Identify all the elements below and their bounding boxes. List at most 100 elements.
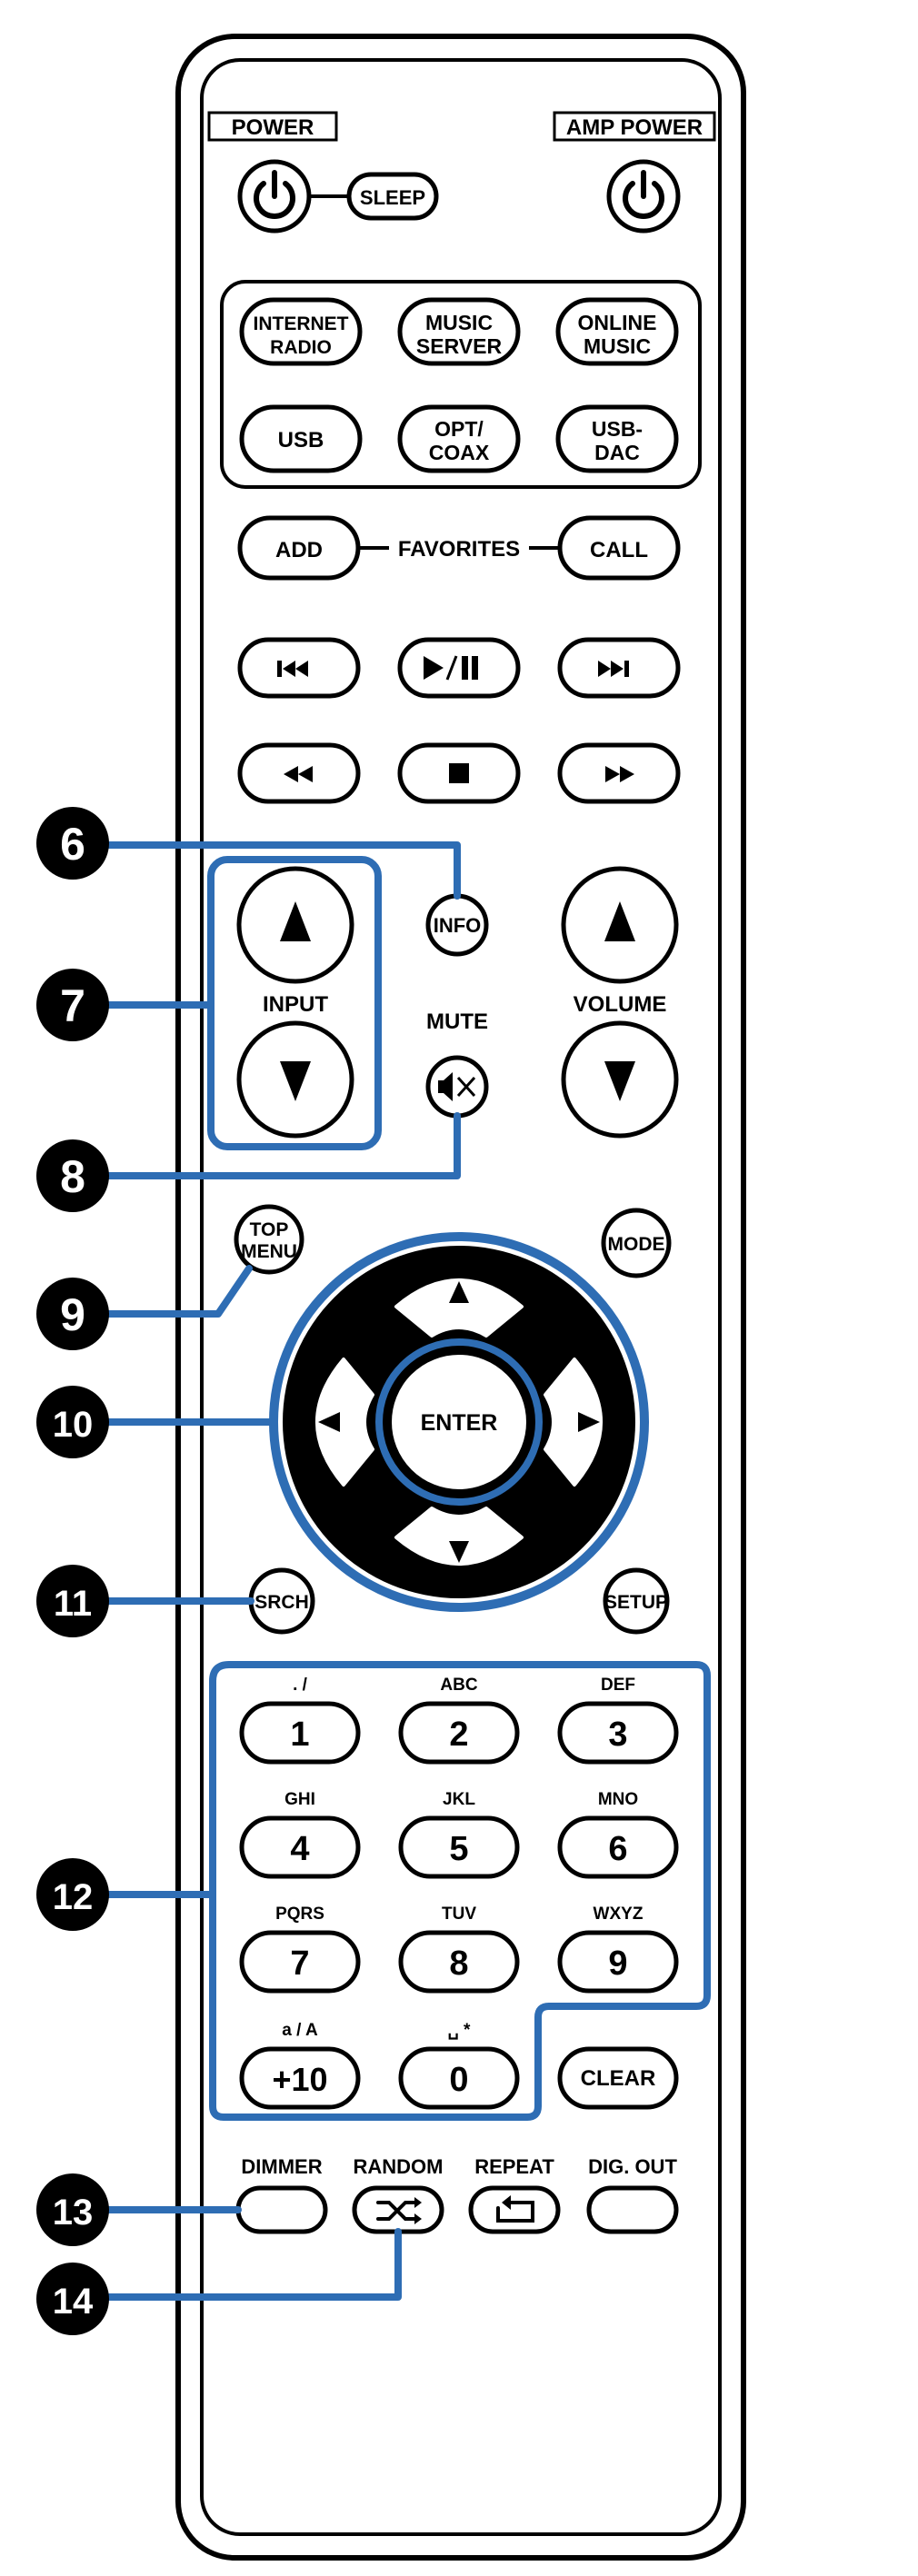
svg-text:12: 12 <box>53 1877 94 1917</box>
mode-button[interactable]: MODE <box>601 1208 672 1278</box>
top-menu-label: TOP <box>250 1219 289 1240</box>
add-button[interactable]: ADD <box>237 515 361 581</box>
repeat-icon <box>496 2195 534 2223</box>
nav-left-button[interactable] <box>315 1358 374 1487</box>
key-2-sublabel: ABC <box>440 1676 477 1695</box>
play-pause-icon <box>424 655 478 681</box>
key-9-sublabel: WXYZ <box>594 1905 644 1924</box>
usb-label: USB <box>278 428 324 453</box>
input-label: INPUT <box>263 992 328 1017</box>
setup-button[interactable]: SETUP <box>603 1567 670 1635</box>
key-6-button[interactable]: 6 <box>557 1815 679 1879</box>
internet-radio-label: INTERNET <box>254 313 349 334</box>
arrow-down-icon <box>449 1541 469 1563</box>
rewind-button[interactable] <box>237 742 361 804</box>
key-2-label: 2 <box>449 1716 468 1754</box>
svg-text:10: 10 <box>53 1405 94 1445</box>
online-music-button[interactable]: ONLINE MUSIC <box>555 297 679 366</box>
key-5-button[interactable]: 5 <box>398 1815 520 1879</box>
music-server-label: MUSIC <box>425 311 493 334</box>
nav-up-button[interactable] <box>394 1278 524 1338</box>
info-label: INFO <box>434 914 482 937</box>
callout-10: 10 <box>36 1386 109 1458</box>
stop-icon <box>449 763 469 783</box>
enter-ring-highlight <box>375 1338 543 1506</box>
arrow-left-icon <box>318 1412 340 1432</box>
internet-radio-button[interactable]: INTERNET RADIO <box>239 297 363 366</box>
source-group-frame <box>220 280 702 489</box>
usb-dac-label-2: DAC <box>594 441 640 464</box>
volume-down-button[interactable] <box>561 1020 679 1139</box>
usb-button[interactable]: USB <box>239 404 363 473</box>
sleep-button[interactable]: SLEEP <box>346 172 439 221</box>
svg-text:9: 9 <box>60 1289 85 1340</box>
repeat-label: REPEAT <box>474 2155 554 2178</box>
key-0-label: 0 <box>449 2061 468 2099</box>
key-2-button[interactable]: 2 <box>398 1701 520 1765</box>
key-1-button[interactable]: 1 <box>239 1701 361 1765</box>
nav-down-button[interactable] <box>394 1507 524 1566</box>
svg-text:13: 13 <box>53 2193 94 2233</box>
call-label: CALL <box>590 538 648 562</box>
power-icon <box>623 170 664 219</box>
power-label-box <box>207 111 338 142</box>
power-button[interactable] <box>237 159 312 234</box>
callout-9: 9 <box>36 1278 109 1350</box>
random-button[interactable] <box>352 2185 444 2234</box>
online-music-label-2: MUSIC <box>584 334 651 358</box>
srch-button[interactable]: SRCH <box>248 1567 315 1635</box>
skip-back-button[interactable] <box>237 637 361 699</box>
key-4-sublabel: GHI <box>284 1790 315 1809</box>
callout-8: 8 <box>36 1139 109 1212</box>
repeat-button[interactable] <box>468 2185 561 2234</box>
key-plus10-sublabel: a / A <box>282 2021 318 2040</box>
music-server-label-2: SERVER <box>416 334 503 358</box>
stop-button[interactable] <box>397 742 521 804</box>
key-0-button[interactable]: 0 <box>398 2046 520 2110</box>
key-3-button[interactable]: 3 <box>557 1701 679 1765</box>
key-plus10-button[interactable]: +10 <box>239 2046 361 2110</box>
key-4-button[interactable]: 4 <box>239 1815 361 1879</box>
key-6-sublabel: MNO <box>598 1790 638 1809</box>
enter-label: ENTER <box>421 1410 498 1436</box>
music-server-button[interactable]: MUSIC SERVER <box>397 297 521 366</box>
key-9-button[interactable]: 9 <box>557 1930 679 1994</box>
key-8-sublabel: TUV <box>442 1905 476 1924</box>
clear-button[interactable]: CLEAR <box>557 2046 679 2110</box>
fast-forward-button[interactable] <box>557 742 681 804</box>
input-down-button[interactable] <box>236 1020 354 1139</box>
key-8-button[interactable]: 8 <box>398 1930 520 1994</box>
dig-out-button[interactable] <box>586 2185 679 2234</box>
triangle-up-icon <box>604 901 635 941</box>
opt-coax-button[interactable]: OPT/ COAX <box>397 404 521 473</box>
setup-label: SETUP <box>604 1592 668 1613</box>
mute-button[interactable] <box>425 1055 489 1119</box>
fast-forward-icon <box>605 766 634 782</box>
key-1-label: 1 <box>290 1716 309 1754</box>
skip-forward-button[interactable] <box>557 637 681 699</box>
amp-power-button[interactable] <box>606 159 681 234</box>
key-3-sublabel: DEF <box>601 1676 635 1695</box>
key-8-label: 8 <box>449 1944 468 1983</box>
callout-12: 12 <box>36 1858 109 1931</box>
info-button[interactable]: INFO <box>425 893 489 957</box>
play-pause-button[interactable] <box>397 637 521 699</box>
rewind-icon <box>284 766 313 782</box>
svg-text:8: 8 <box>60 1151 85 1202</box>
call-button[interactable]: CALL <box>557 515 681 581</box>
input-up-button[interactable] <box>236 866 354 984</box>
nav-right-button[interactable] <box>544 1358 603 1487</box>
key-5-sublabel: JKL <box>443 1790 475 1809</box>
callout-7: 7 <box>36 969 109 1041</box>
power-label: POWER <box>232 115 314 140</box>
numpad-highlight-frame <box>209 1661 711 2121</box>
dig-out-label: DIG. OUT <box>588 2155 677 2178</box>
volume-up-button[interactable] <box>561 866 679 984</box>
enter-button[interactable]: ENTER <box>388 1351 530 1493</box>
key-9-label: 9 <box>608 1944 627 1983</box>
dimmer-button[interactable] <box>235 2185 328 2234</box>
top-menu-button[interactable]: TOP MENU <box>234 1204 304 1275</box>
key-7-button[interactable]: 7 <box>239 1930 361 1994</box>
usb-dac-button[interactable]: USB- DAC <box>555 404 679 473</box>
amp-power-label: AMP POWER <box>566 115 703 140</box>
